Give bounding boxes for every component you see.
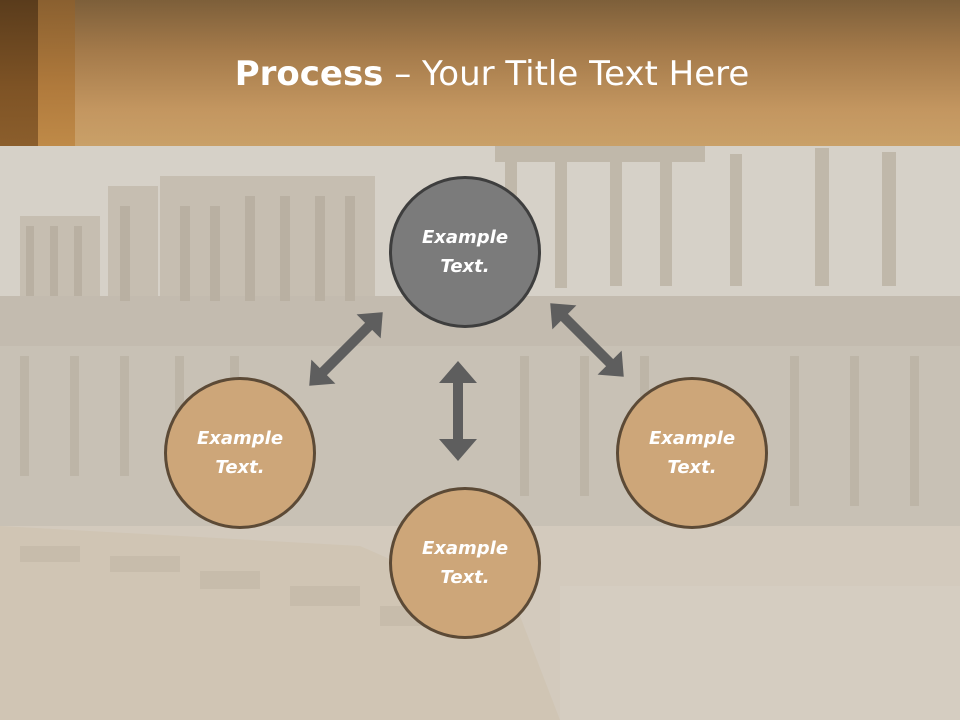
node-label-line: Text. [440, 256, 490, 277]
process-node-left[interactable]: Example Text. [164, 377, 316, 529]
header-accent-strip [0, 0, 38, 146]
node-label-line: Text. [667, 457, 717, 478]
node-label-line: Example [196, 428, 284, 449]
node-label-line: Text. [215, 457, 265, 478]
arrow-vertical [439, 361, 477, 461]
slide-title[interactable]: Process – Your Title Text Here [0, 52, 960, 96]
node-label-line: Example [648, 428, 736, 449]
node-label-line: Text. [440, 567, 490, 588]
node-label-line: Example [421, 227, 509, 248]
node-label: Example Text. [180, 424, 300, 482]
process-node-bottom[interactable]: Example Text. [389, 487, 541, 639]
process-node-top[interactable]: Example Text. [389, 176, 541, 328]
arrow-top-left [309, 312, 383, 386]
arrow-top-right [550, 303, 624, 377]
title-rest: – Your Title Text Here [383, 54, 750, 94]
node-label: Example Text. [405, 223, 525, 281]
process-node-right[interactable]: Example Text. [616, 377, 768, 529]
header-accent-strip [38, 0, 75, 146]
node-label: Example Text. [632, 424, 752, 482]
node-label-line: Example [421, 538, 509, 559]
node-label: Example Text. [405, 534, 525, 592]
title-bar: Process – Your Title Text Here [0, 0, 960, 146]
title-bold: Process [234, 54, 384, 94]
